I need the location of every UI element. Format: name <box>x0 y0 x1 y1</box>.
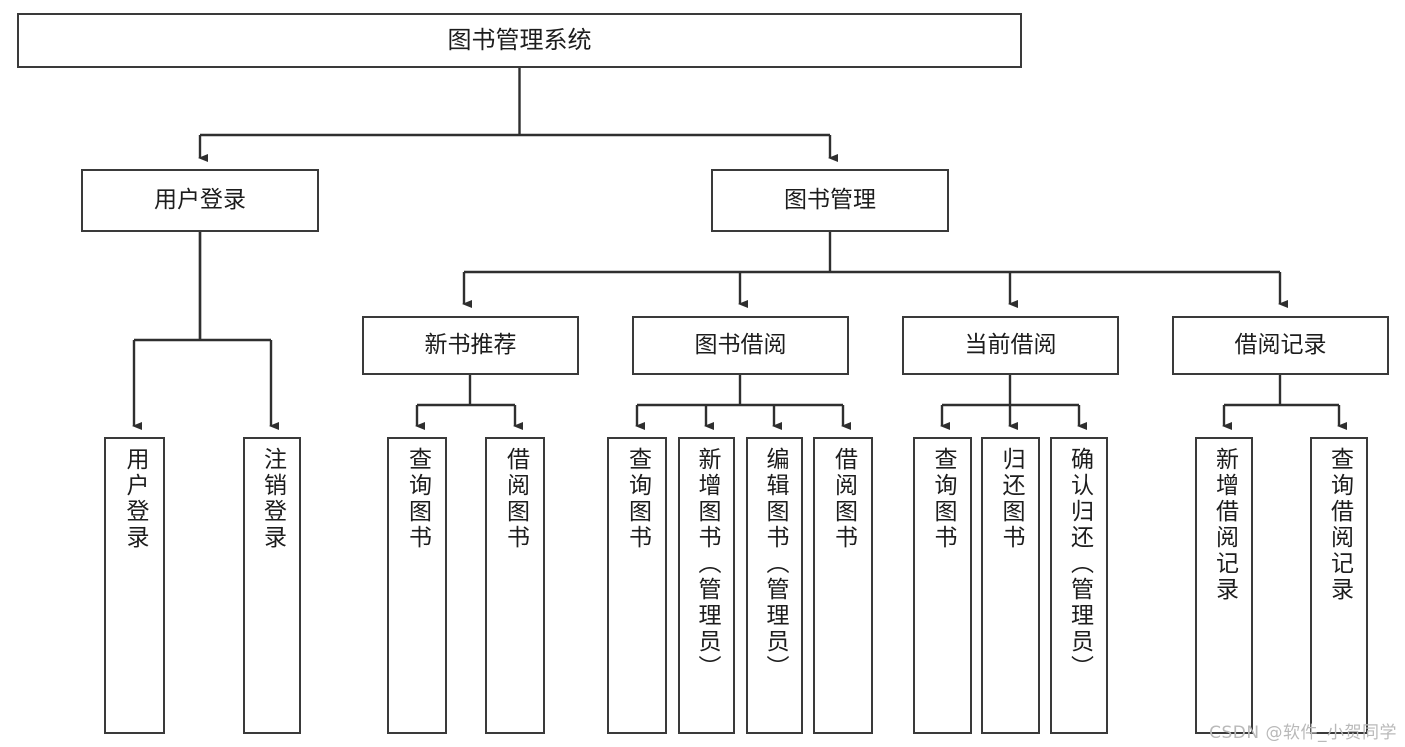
node-leaf-logout-label: 注销登录 <box>259 447 286 551</box>
node-leaf-edit-book[interactable]: 编辑图书（管理员） <box>746 437 803 734</box>
node-leaf-query-record[interactable]: 查询借阅记录 <box>1310 437 1368 734</box>
node-leaf-add-record[interactable]: 新增借阅记录 <box>1195 437 1253 734</box>
node-leaf-confirm-return-label: 确认归还（管理员） <box>1066 447 1093 681</box>
node-leaf-query-record-label: 查询借阅记录 <box>1326 447 1353 603</box>
node-leaf-logout[interactable]: 注销登录 <box>243 437 301 734</box>
node-new-book-rec[interactable]: 新书推荐 <box>362 316 579 375</box>
node-leaf-query-book-rec-label: 查询图书 <box>404 447 431 551</box>
node-leaf-add-record-label: 新增借阅记录 <box>1211 447 1238 603</box>
node-user-login[interactable]: 用户登录 <box>81 169 319 232</box>
node-borrow-record[interactable]: 借阅记录 <box>1172 316 1389 375</box>
node-book-borrow[interactable]: 图书借阅 <box>632 316 849 375</box>
node-leaf-query-book-cur-label: 查询图书 <box>930 447 956 551</box>
node-current-borrow[interactable]: 当前借阅 <box>902 316 1119 375</box>
node-book-manage-label: 图书管理 <box>784 186 876 213</box>
node-new-book-rec-label: 新书推荐 <box>424 331 517 358</box>
node-book-borrow-label: 图书借阅 <box>694 331 787 358</box>
node-leaf-add-book-label: 新增图书（管理员） <box>694 447 720 681</box>
node-leaf-borrow-book-rec[interactable]: 借阅图书 <box>485 437 545 734</box>
watermark: CSDN @软件_小贺同学 <box>1209 723 1397 743</box>
node-leaf-query-book-rec[interactable]: 查询图书 <box>387 437 447 734</box>
node-user-login-label: 用户登录 <box>154 186 246 213</box>
node-leaf-borrow-book-bor-label: 借阅图书 <box>830 447 857 551</box>
node-leaf-add-book[interactable]: 新增图书（管理员） <box>678 437 735 734</box>
node-root[interactable]: 图书管理系统 <box>17 13 1022 68</box>
node-leaf-borrow-book-bor[interactable]: 借阅图书 <box>813 437 873 734</box>
node-book-manage[interactable]: 图书管理 <box>711 169 949 232</box>
node-leaf-query-book-bor[interactable]: 查询图书 <box>607 437 667 734</box>
node-borrow-record-label: 借阅记录 <box>1234 331 1327 358</box>
node-leaf-return-book[interactable]: 归还图书 <box>981 437 1040 734</box>
node-leaf-edit-book-label: 编辑图书（管理员） <box>762 447 788 681</box>
node-leaf-return-book-label: 归还图书 <box>998 447 1024 551</box>
node-current-borrow-label: 当前借阅 <box>964 331 1057 358</box>
node-leaf-query-book-cur[interactable]: 查询图书 <box>913 437 972 734</box>
node-leaf-borrow-book-rec-label: 借阅图书 <box>502 447 529 551</box>
node-leaf-confirm-return[interactable]: 确认归还（管理员） <box>1050 437 1108 734</box>
node-leaf-query-book-bor-label: 查询图书 <box>624 447 651 551</box>
node-root-label: 图书管理系统 <box>447 26 592 55</box>
node-leaf-user-login[interactable]: 用户登录 <box>104 437 165 734</box>
node-leaf-user-login-label: 用户登录 <box>122 447 148 551</box>
